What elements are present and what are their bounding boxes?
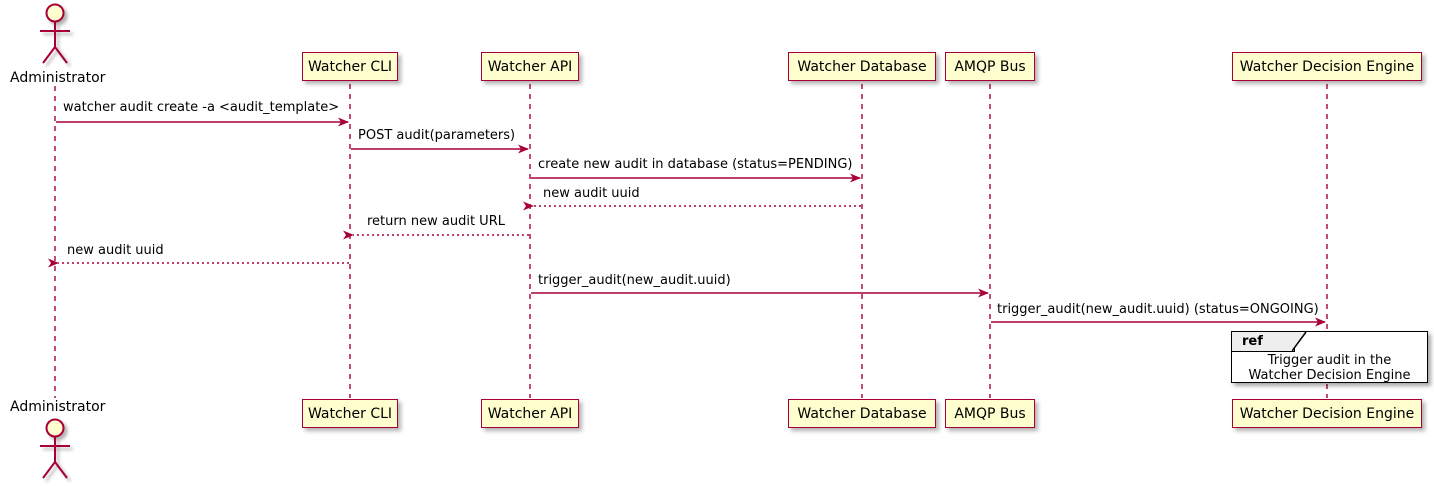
ref-fragment-body: Trigger audit in the Watcher Decision En…	[1232, 353, 1427, 383]
participant-watcher-api-bottom[interactable]: Watcher API	[481, 399, 579, 428]
participant-label: AMQP Bus	[954, 58, 1026, 75]
message-label-3: create new audit in database (status=PEN…	[538, 157, 853, 172]
participant-label: Watcher Decision Engine	[1239, 405, 1415, 422]
ref-fragment-line-1: Trigger audit in the	[1267, 353, 1392, 368]
participant-label: Watcher Database	[797, 58, 927, 75]
participant-watcher-database-top[interactable]: Watcher Database	[788, 52, 936, 81]
participant-label: Watcher Database	[797, 405, 927, 422]
participant-label: Watcher CLI	[307, 405, 393, 422]
message-label-5: return new audit URL	[367, 214, 505, 229]
message-label-8: trigger_audit(new_audit.uuid) (status=ON…	[997, 302, 1319, 317]
actor-administrator-top	[40, 3, 70, 64]
participant-watcher-decision-engine-bottom[interactable]: Watcher Decision Engine	[1232, 399, 1422, 428]
actor-label-administrator-bottom: Administrator	[10, 399, 106, 415]
ref-fragment-tab-corner-icon	[1292, 332, 1307, 352]
ref-fragment[interactable]: ref Trigger audit in the Watcher Decisio…	[1231, 331, 1428, 383]
message-label-6: new audit uuid	[67, 243, 164, 258]
actor-label-administrator-top: Administrator	[10, 70, 106, 86]
message-label-4: new audit uuid	[543, 186, 640, 201]
participant-label: Watcher CLI	[307, 58, 393, 75]
participant-label: Watcher Decision Engine	[1239, 58, 1415, 75]
participant-watcher-api-top[interactable]: Watcher API	[481, 52, 579, 81]
participant-label: Watcher API	[487, 58, 573, 75]
participant-watcher-decision-engine-top[interactable]: Watcher Decision Engine	[1232, 52, 1422, 81]
participant-watcher-cli-top[interactable]: Watcher CLI	[302, 52, 398, 81]
participant-amqp-bus-bottom[interactable]: AMQP Bus	[945, 399, 1035, 428]
participant-watcher-cli-bottom[interactable]: Watcher CLI	[302, 399, 398, 428]
ref-fragment-tab-label: ref	[1242, 334, 1263, 349]
lifelines	[54, 84, 1328, 398]
participant-label: Watcher API	[487, 405, 573, 422]
participant-amqp-bus-top[interactable]: AMQP Bus	[945, 52, 1035, 81]
participant-watcher-database-bottom[interactable]: Watcher Database	[788, 399, 936, 428]
message-label-2: POST audit(parameters)	[358, 128, 516, 143]
ref-fragment-line-2: Watcher Decision Engine	[1248, 368, 1411, 383]
message-label-1: watcher audit create -a <audit_template>	[63, 100, 340, 115]
message-arrows	[48, 117, 1326, 327]
message-label-7: trigger_audit(new_audit.uuid)	[538, 273, 731, 288]
participant-label: AMQP Bus	[954, 405, 1026, 422]
actor-administrator-bottom	[40, 418, 70, 479]
